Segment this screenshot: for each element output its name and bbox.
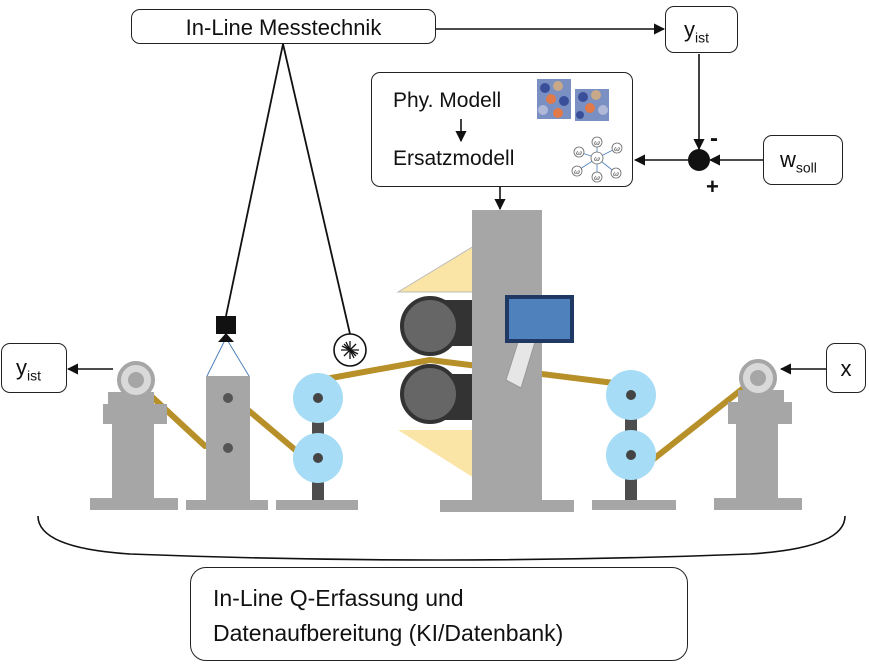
bottom-line-1: In-Line Q-Erfassung und <box>213 585 464 611</box>
process-arc <box>37 515 846 561</box>
w-soll-main: w <box>780 147 796 172</box>
omega-node: ω <box>614 145 620 153</box>
left-roller-stand <box>276 373 358 510</box>
omega-node: ω <box>574 168 580 176</box>
molecule-image-1 <box>537 79 571 119</box>
omega-node: ω <box>576 149 582 157</box>
y-ist-left-box: yist <box>1 343 67 393</box>
right-roller-stand <box>592 370 676 510</box>
bottom-box: In-Line Q-Erfassung und Datenaufbereitun… <box>190 567 688 661</box>
messtechnik-label: In-Line Messtechnik <box>185 15 382 40</box>
y-ist-top-box: yist <box>665 6 738 53</box>
left-stand <box>90 392 178 510</box>
minus-sign: - <box>710 125 718 152</box>
bottom-line-2: Datenaufbereitung (KI/Datenbank) <box>213 620 564 646</box>
y-ist-left-main: y <box>16 355 27 380</box>
measurement-lines <box>225 43 351 335</box>
model-box: Phy. Modell Ersatzmodell <box>371 72 633 187</box>
omega-node: ω <box>613 170 619 178</box>
right-stand <box>714 390 802 510</box>
laser-sensor-icon <box>333 333 367 367</box>
omega-node: ω <box>594 139 600 147</box>
plus-sign: + <box>706 174 719 199</box>
omega-node: ω <box>594 155 600 163</box>
camera-icon <box>216 316 236 342</box>
w-soll-label: wsoll <box>780 147 817 175</box>
messtechnik-box: In-Line Messtechnik <box>131 9 436 44</box>
y-ist-top-sub: ist <box>695 29 709 46</box>
ersatzmodell-label: Ersatzmodell <box>393 147 515 170</box>
control-panel <box>505 295 574 343</box>
y-ist-left-label: yist <box>16 355 41 383</box>
molecule-image-2 <box>575 89 609 121</box>
central-press <box>396 210 574 512</box>
omega-node: ω <box>594 174 600 182</box>
y-ist-left-sub: ist <box>27 367 41 384</box>
y-ist-top-main: y <box>684 17 695 42</box>
summing-junction <box>688 149 710 171</box>
x-box: x <box>826 343 866 393</box>
x-label: x <box>840 356 852 381</box>
phy-modell-label: Phy. Modell <box>393 89 502 112</box>
w-soll-sub: soll <box>795 159 817 176</box>
w-soll-box: wsoll <box>763 135 843 185</box>
y-ist-top-label: yist <box>684 17 709 45</box>
